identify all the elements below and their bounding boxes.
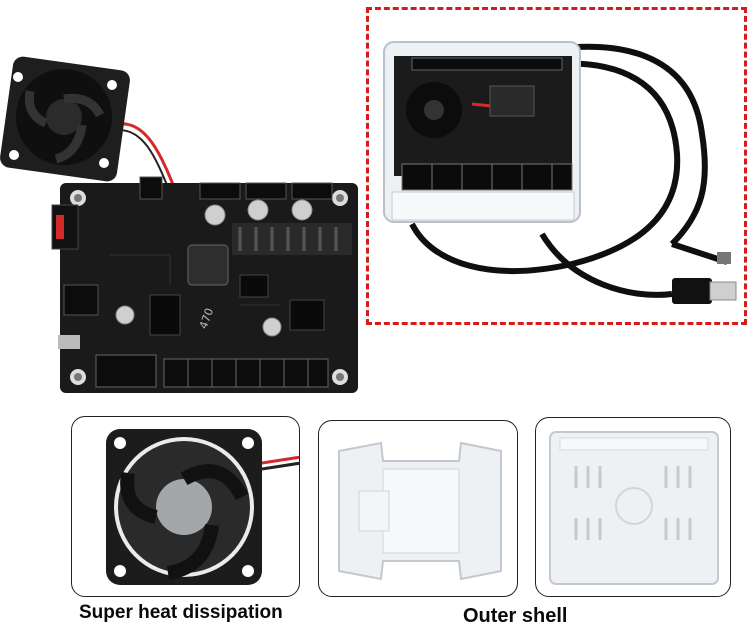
fan-caption: Super heat dissipation — [79, 602, 283, 623]
shell-caption: Outer shell — [463, 605, 568, 627]
acrylic-case-icon — [549, 431, 719, 585]
cased-board-photo — [372, 14, 742, 319]
fan-and-board-photo: 470 — [0, 55, 365, 395]
acrylic-case-icon — [383, 41, 581, 223]
usb-cable-icon — [409, 43, 737, 304]
cooling-fan-icon — [0, 56, 130, 182]
acrylic-case-icon — [338, 441, 502, 581]
shell-frame-panel — [318, 420, 518, 597]
fan-detail-panel — [71, 416, 300, 597]
cooling-fan-icon — [106, 429, 262, 585]
shell-cover-panel — [535, 417, 731, 597]
cased-board-highlight-frame — [366, 7, 747, 325]
control-board-icon — [51, 176, 358, 393]
